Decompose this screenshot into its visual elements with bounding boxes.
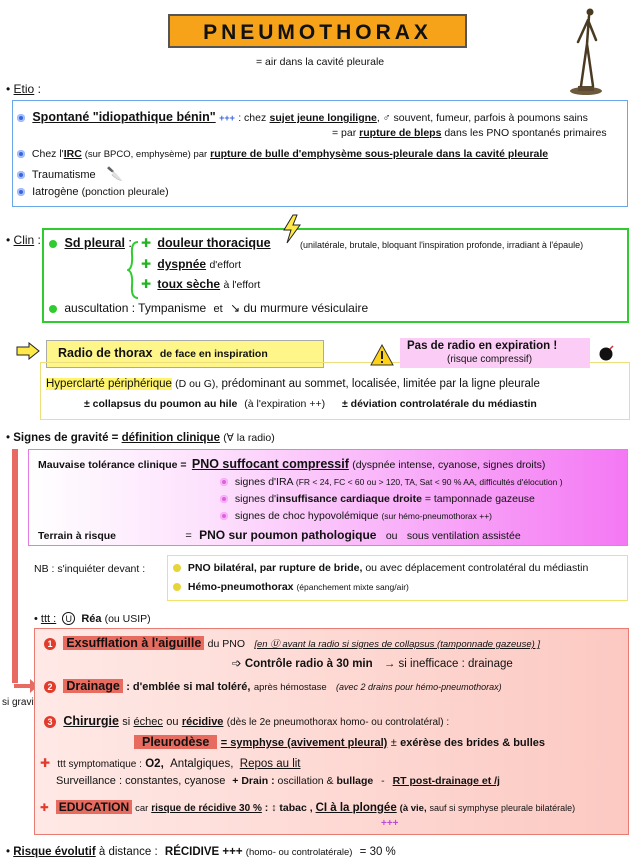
radio-title: Radio de thorax de face en inspiration (58, 346, 268, 360)
plus-icon: ✚ (40, 756, 51, 770)
ttt-box (34, 628, 629, 835)
bullet-icon (220, 495, 228, 504)
gravite-mauvaise: Mauvaise tolérance clinique = PNO suffoc… (38, 457, 546, 471)
etio-line-3: Chez l'IRC (sur BPCO, emphysème) par rup… (17, 148, 548, 160)
etio-line-4: Traumatisme 🔪 (17, 166, 123, 182)
bullet-icon (17, 113, 25, 122)
urgence-icon: U (62, 612, 76, 625)
gravite-box (28, 449, 628, 546)
page-subtitle: = air dans la cavité pleurale (256, 56, 385, 68)
clin-item-douleur: ✚ douleur thoracique (141, 236, 271, 250)
plus-icon: ✚ (141, 257, 152, 271)
ttt-pleurodese: Pleurodèse = symphyse (avivement pleural… (134, 735, 545, 749)
gravite-choc: signes de choc hypovolémique (sur hémo-p… (220, 510, 492, 522)
clin-douleur-detail: (unilatérale, brutale, bloquant l'inspir… (300, 240, 584, 250)
clin-heading: • Clin : (6, 233, 41, 247)
plus-icon: ✚ (141, 236, 152, 250)
etio-heading: • Etio : (6, 82, 41, 96)
ttt-surveillance: Surveillance : constantes, cyanose + Dra… (56, 775, 500, 787)
clin-sd-pleural: Sd pleural : (49, 236, 132, 250)
warning-icon (370, 344, 394, 366)
etio-line-2: = par rupture de bleps dans les PNO spon… (332, 127, 607, 139)
radio-warning-detail: (risque compressif) (447, 354, 533, 365)
gravite-connector-line (12, 449, 18, 683)
bullet-icon (173, 564, 181, 573)
etio-line-1: Spontané "idiopathique bénin" +++ : chez… (17, 110, 588, 124)
bomb-icon (599, 345, 614, 361)
plus-icon: ✚ (40, 802, 49, 814)
ttt-heading: • ttt : U Réa (ou USIP) (34, 612, 151, 625)
risque-line: • Risque évolutif à distance : RÉCIDIVE … (6, 846, 396, 858)
bullet-icon (220, 478, 228, 487)
lightning-icon (283, 214, 301, 244)
gravite-icd: signes d'insuffisance cardiaque droite =… (220, 493, 535, 505)
bullet-icon (49, 239, 57, 248)
ttt-symptomatique: ✚ ttt symptomatique : O2, Antalgiques, R… (40, 756, 301, 770)
bullet-icon (173, 583, 181, 592)
plus-icon: ✚ (141, 277, 152, 291)
number-2-icon: 2 (44, 680, 56, 693)
etio-box (12, 100, 628, 207)
ttt-education-emphasis: +++ (381, 818, 399, 829)
arrow-icon (16, 341, 40, 361)
number-1-icon: 1 (44, 637, 56, 650)
clin-box (42, 228, 629, 323)
radio-line-2: ± collapsus du poumon au hile (à l'expir… (84, 398, 537, 410)
radio-warning-box (400, 338, 590, 368)
radio-warning-title: Pas de radio en expiration ! (407, 340, 558, 352)
nb-item-1: PNO bilatéral, par rupture de bride, ou … (173, 562, 588, 574)
ttt-step-1: 1 Exsufflation à l'aiguille du PNO [en Ⓤ… (44, 636, 540, 650)
nb-item-2: Hémo-pneumothorax (épanchement mixte san… (173, 581, 409, 593)
title-banner: PNEUMOTHORAX (168, 14, 467, 48)
page-title: PNEUMOTHORAX (203, 21, 432, 44)
nb-box (167, 555, 628, 601)
bullet-icon (17, 171, 25, 180)
number-3-icon: 3 (44, 715, 56, 728)
clin-item-dyspnee: ✚ dyspnée d'effort (141, 257, 242, 271)
nb-label: NB : s'inquiéter devant : (34, 563, 146, 575)
ttt-step-3: 3 Chirurgie si échec ou récidive (dès le… (44, 714, 449, 728)
clin-item-toux: ✚ toux sèche à l'effort (141, 277, 261, 291)
right-arrow-icon (14, 679, 38, 693)
gravite-terrain: Terrain à risque = PNO sur poumon pathol… (38, 528, 521, 542)
ttt-education: ✚ EDUCATION car risque de récidive 30 % … (40, 800, 576, 814)
si-gravite-label: si gravité (2, 697, 43, 708)
bullet-icon (220, 512, 228, 521)
walking-man-sculpture-icon (570, 8, 602, 95)
etio-line-5: Iatrogène (ponction pleurale) (17, 186, 169, 198)
radio-content-box (40, 362, 630, 420)
ttt-step-2: 2 Drainage : d'emblée si mal toléré, apr… (44, 679, 502, 693)
gravite-heading: • Signes de gravité = définition cliniqu… (6, 432, 275, 444)
clin-auscultation: auscultation : Tympanisme et ↘ du murmur… (49, 301, 368, 315)
radio-line-1: Hyperclarté périphérique (D ou G), prédo… (46, 378, 540, 390)
bullet-icon (49, 304, 57, 313)
bullet-icon (17, 150, 25, 159)
brace-icon (127, 241, 139, 299)
ttt-step-1-control: ➩ Contrôle radio à 30 min → si inefficac… (232, 658, 513, 670)
bullet-icon (17, 188, 25, 197)
radio-title-box (46, 340, 324, 368)
knife-icon: 🔪 (106, 166, 123, 181)
gravite-ira: signes d'IRA (FR < 24, FC < 60 ou > 120,… (220, 476, 563, 488)
